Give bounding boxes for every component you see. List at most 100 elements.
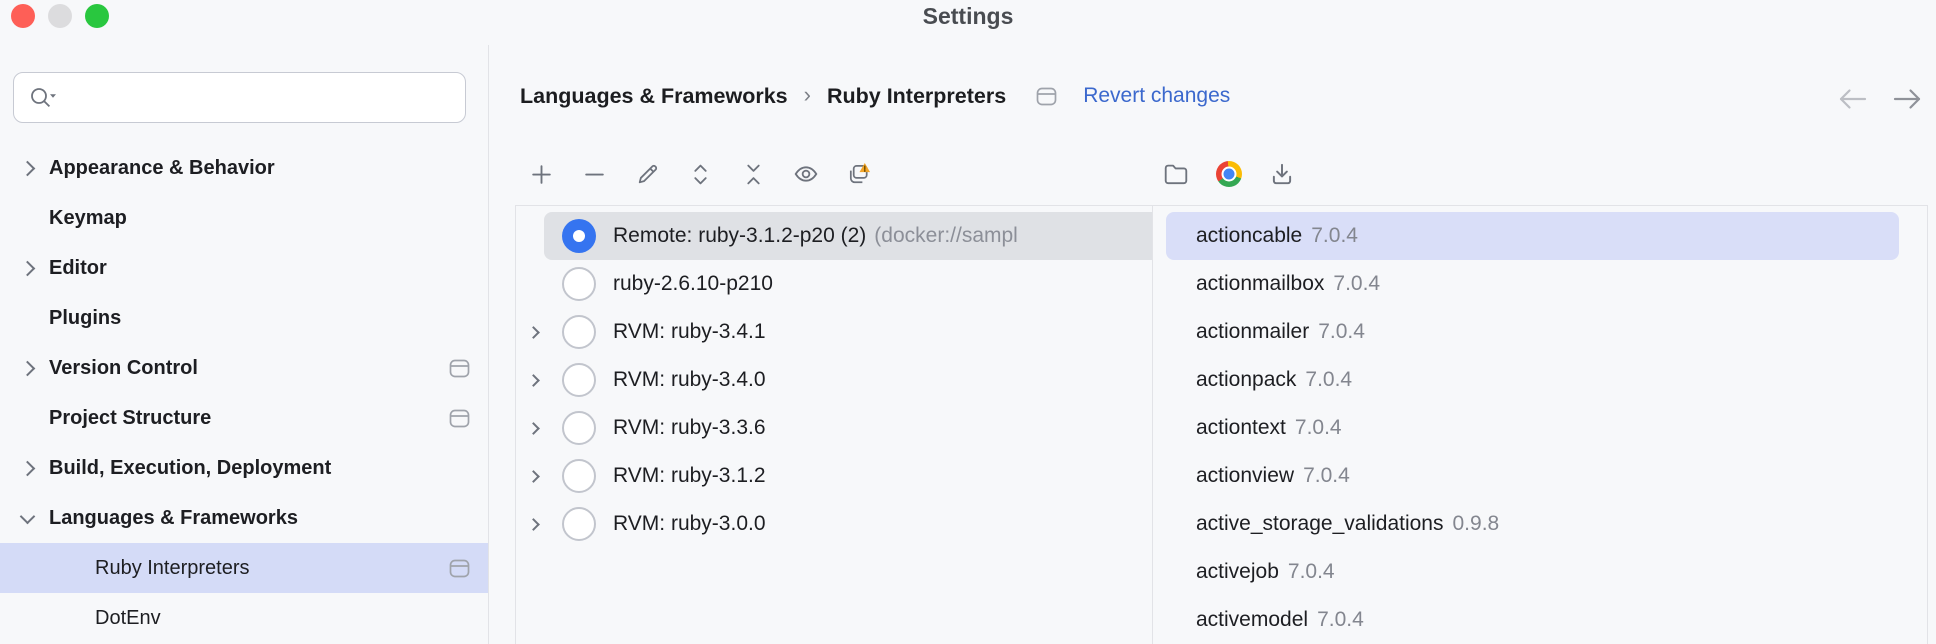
sidebar-item-label: Plugins (49, 306, 122, 329)
expand-chevron-icon[interactable] (526, 469, 540, 483)
interpreter-name: RVM: ruby-3.0.0 (613, 512, 766, 535)
interpreter-list: Remote: ruby-3.1.2-p20 (2) (docker://sam… (516, 212, 1152, 548)
remove-icon[interactable] (581, 161, 607, 187)
gem-row-actionmailer[interactable]: actionmailer 7.0.4 (1166, 308, 1899, 356)
chevron-icon[interactable] (19, 460, 36, 476)
interpreter-row-rvm-ruby-3-4-1[interactable]: RVM: ruby-3.4.1 (516, 308, 1152, 356)
radio-button[interactable] (562, 507, 596, 541)
download-icon[interactable] (1269, 161, 1295, 187)
expand-chevron-icon[interactable] (526, 517, 540, 531)
add-icon[interactable] (528, 161, 554, 187)
revert-changes-link[interactable]: Revert changes (1083, 84, 1231, 107)
gem-row-actiontext[interactable]: actiontext 7.0.4 (1166, 404, 1899, 452)
sidebar-item-editor[interactable]: Editor (0, 243, 488, 293)
sidebar-item-appearance-behavior[interactable]: Appearance & Behavior (0, 143, 488, 193)
breadcrumb-ruby-interpreters[interactable]: Ruby Interpreters (826, 83, 1007, 108)
zoom-window-button[interactable] (85, 4, 109, 28)
chevron-icon[interactable] (19, 260, 36, 276)
back-arrow-icon[interactable] (1836, 84, 1869, 114)
gem-version: 7.0.4 (1303, 464, 1350, 487)
gem-name: activemodel (1196, 608, 1309, 631)
gem-version: 0.9.8 (1452, 512, 1500, 535)
gems-toolbar (1163, 161, 1295, 187)
search-input[interactable] (68, 85, 451, 110)
gem-version: 7.0.4 (1305, 368, 1353, 391)
radio-button[interactable] (562, 363, 596, 397)
sidebar-item-label: Editor (49, 256, 107, 279)
settings-search-field[interactable] (13, 72, 466, 123)
folder-icon[interactable] (1163, 161, 1189, 187)
settings-navigation (1836, 84, 1924, 114)
breadcrumb-languages-frameworks[interactable]: Languages & Frameworks (520, 83, 788, 108)
interpreter-name: Remote: ruby-3.1.2-p20 (2) (613, 224, 867, 247)
interpreter-row-rvm-ruby-3-0-0[interactable]: RVM: ruby-3.0.0 (516, 500, 1152, 548)
modified-settings-icon (449, 359, 470, 377)
panel-divider (1152, 206, 1153, 644)
gem-row-actionpack[interactable]: actionpack 7.0.4 (1166, 356, 1899, 404)
gem-name: actionview (1196, 464, 1295, 487)
interpreters-panel: Remote: ruby-3.1.2-p20 (2) (docker://sam… (515, 205, 1928, 644)
sidebar-item-keymap[interactable]: Keymap (0, 193, 488, 243)
gem-version: 7.0.4 (1318, 320, 1365, 343)
gem-version: 7.0.4 (1311, 224, 1358, 247)
modified-settings-icon (449, 409, 470, 427)
expand-chevron-icon[interactable] (526, 421, 540, 435)
sidebar-item-plugins[interactable]: Plugins (0, 293, 488, 343)
radio-button[interactable] (562, 219, 596, 253)
expand-chevron-icon[interactable] (526, 325, 540, 339)
chevron-icon[interactable] (19, 360, 36, 376)
gem-row-actioncable[interactable]: actioncable 7.0.4 (1166, 212, 1899, 260)
chrome-icon[interactable] (1216, 161, 1242, 187)
edit-icon[interactable] (634, 161, 660, 187)
interpreter-name: RVM: ruby-3.1.2 (613, 464, 766, 487)
copy-warning-icon[interactable] (846, 161, 872, 187)
modified-settings-icon (449, 559, 470, 577)
gem-list: actioncable 7.0.4 actionmailbox 7.0.4 ac… (1153, 212, 1926, 644)
gem-name: activejob (1196, 560, 1279, 583)
collapse-all-icon[interactable] (740, 161, 766, 187)
sidebar-item-languages-frameworks[interactable]: Languages & Frameworks (0, 493, 488, 543)
chevron-icon[interactable] (19, 508, 36, 524)
gem-row-active-storage-validations[interactable]: active_storage_validations 0.9.8 (1166, 500, 1899, 548)
expand-chevron-icon[interactable] (526, 373, 540, 387)
gem-row-activejob[interactable]: activejob 7.0.4 (1166, 548, 1899, 596)
search-icon (31, 87, 56, 107)
sidebar-item-version-control[interactable]: Version Control (0, 343, 488, 393)
radio-button[interactable] (562, 411, 596, 445)
sidebar-item-ruby-interpreters[interactable]: Ruby Interpreters (0, 543, 488, 593)
gem-row-actionview[interactable]: actionview 7.0.4 (1166, 452, 1899, 500)
minimize-window-button[interactable] (48, 4, 72, 28)
chevron-icon[interactable] (19, 160, 36, 176)
radio-button[interactable] (562, 459, 596, 493)
sidebar-item-label: Languages & Frameworks (49, 506, 298, 529)
title-bar: Settings (0, 0, 1936, 45)
sidebar-item-project-structure[interactable]: Project Structure (0, 393, 488, 443)
interpreter-row-rvm-ruby-3-4-0[interactable]: RVM: ruby-3.4.0 (516, 356, 1152, 404)
gem-version: 7.0.4 (1294, 416, 1342, 439)
interpreter-row-rvm-ruby-3-3-6[interactable]: RVM: ruby-3.3.6 (516, 404, 1152, 452)
interpreter-name: ruby-2.6.10-p210 (613, 272, 773, 295)
sidebar-item-label: DotEnv (95, 606, 161, 629)
radio-button[interactable] (562, 315, 596, 349)
interpreters-toolbar (528, 161, 872, 187)
close-window-button[interactable] (11, 4, 35, 28)
interpreter-row-rvm-ruby-3-1-2[interactable]: RVM: ruby-3.1.2 (516, 452, 1152, 500)
sidebar-tree: Appearance & Behavior Keymap Editor Plug… (0, 143, 488, 643)
gem-row-actionmailbox[interactable]: actionmailbox 7.0.4 (1166, 260, 1899, 308)
sidebar-item-build-execution-deployment[interactable]: Build, Execution, Deployment (0, 443, 488, 493)
sidebar-item-label: Version Control (49, 356, 198, 379)
eye-icon[interactable] (793, 161, 819, 187)
sidebar-item-label: Ruby Interpreters (95, 556, 250, 579)
interpreter-row-ruby-2-6-10-p210[interactable]: ruby-2.6.10-p210 (516, 260, 1152, 308)
sidebar-item-dotenv[interactable]: DotEnv (0, 593, 488, 643)
expand-all-icon[interactable] (687, 161, 713, 187)
breadcrumb-separator: › (803, 81, 811, 107)
forward-arrow-icon[interactable] (1891, 84, 1924, 114)
radio-button[interactable] (562, 267, 596, 301)
gem-row-activemodel[interactable]: activemodel 7.0.4 (1166, 596, 1899, 644)
breadcrumb: Languages & Frameworks › Ruby Interprete… (520, 74, 1230, 118)
gem-version: 7.0.4 (1317, 608, 1364, 631)
gem-version: 7.0.4 (1333, 272, 1381, 295)
interpreter-row-remote-ruby-3-1-2-p20-2[interactable]: Remote: ruby-3.1.2-p20 (2) (docker://sam… (516, 212, 1152, 260)
